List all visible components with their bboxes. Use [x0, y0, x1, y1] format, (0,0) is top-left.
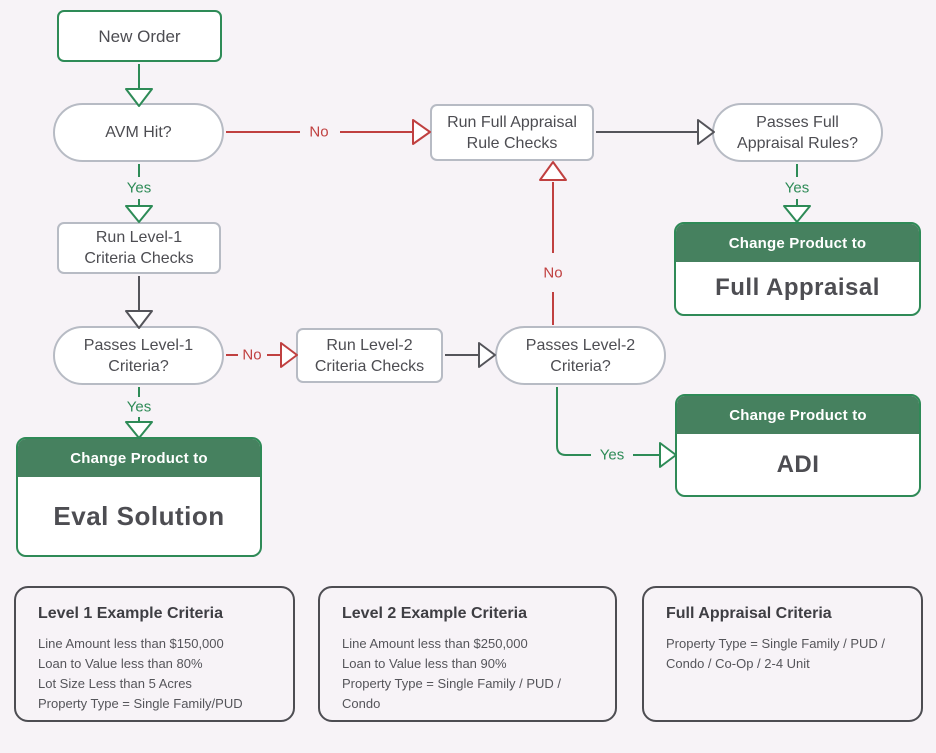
criteria-box-full-appraisal: Full Appraisal Criteria Property Type = …	[642, 586, 923, 722]
criteria-line: Property Type = Single Family/PUD	[38, 696, 243, 711]
edge-label-no: No	[309, 123, 329, 141]
arrowhead-right-icon	[478, 342, 496, 368]
card-full-appraisal: Change Product to Full Appraisal	[674, 222, 921, 316]
node-label: AVM Hit?	[105, 124, 172, 141]
card-product-name: Full Appraisal	[715, 274, 880, 301]
node-label: Criteria?	[550, 357, 611, 375]
criteria-box-level2: Level 2 Example Criteria Line Amount les…	[318, 586, 617, 722]
edge-label-yes: Yes	[126, 179, 152, 197]
node-label: Criteria?	[108, 357, 169, 375]
node-label: Rule Checks	[466, 134, 558, 152]
node-avm-hit: AVM Hit?	[53, 103, 224, 162]
arrowhead-right-icon	[659, 442, 677, 468]
node-passes-level1: Passes Level-1 Criteria?	[53, 326, 224, 385]
criteria-box-level1: Level 1 Example Criteria Line Amount les…	[14, 586, 295, 722]
node-label: New Order	[98, 26, 181, 46]
arrowhead-down-icon	[125, 205, 153, 223]
node-passes-full-appraisal: Passes Full Appraisal Rules?	[712, 103, 883, 162]
card-product-name: ADI	[776, 450, 820, 478]
criteria-line: Loan to Value less than 90%	[342, 656, 507, 671]
edge-label-yes: Yes	[599, 446, 625, 464]
arrowhead-right-icon	[412, 119, 431, 145]
criteria-line: Loan to Value less than 80%	[38, 656, 203, 671]
node-label: Run Level-2	[326, 336, 413, 354]
criteria-title: Full Appraisal Criteria	[666, 605, 832, 622]
card-header: Change Product to	[676, 224, 919, 262]
card-header: Change Product to	[18, 439, 260, 477]
card-eval-solution: Change Product to Eval Solution	[16, 437, 262, 557]
card-header: Change Product to	[677, 396, 919, 434]
card-product-name: Eval Solution	[53, 500, 225, 531]
node-new-order: New Order	[57, 10, 222, 62]
node-run-level1-checks: Run Level-1 Criteria Checks	[57, 222, 221, 274]
node-label: Passes Level-2	[525, 336, 636, 354]
arrowhead-down-icon	[783, 205, 811, 223]
node-run-full-appraisal-checks: Run Full Appraisal Rule Checks	[430, 104, 594, 161]
edge-label-no: No	[543, 264, 563, 282]
criteria-line: Property Type = Single Family / PUD / Co…	[342, 676, 562, 711]
node-run-level2-checks: Run Level-2 Criteria Checks	[296, 328, 443, 383]
node-label: Run Level-1	[95, 229, 183, 246]
node-label: Criteria Checks	[314, 357, 425, 375]
node-label: Appraisal Rules?	[737, 134, 858, 152]
node-label: Passes Full	[756, 113, 839, 131]
node-passes-level2: Passes Level-2 Criteria?	[495, 326, 666, 385]
criteria-line: Line Amount less than $150,000	[38, 636, 224, 651]
card-adi: Change Product to ADI	[675, 394, 921, 497]
edge-label-yes: Yes	[784, 179, 810, 197]
criteria-title: Level 1 Example Criteria	[38, 605, 223, 622]
arrowhead-up-icon	[539, 161, 567, 181]
criteria-line: Line Amount less than $250,000	[342, 636, 528, 651]
node-label: Criteria Checks	[84, 250, 194, 267]
node-label: Passes Level-1	[83, 336, 194, 354]
arrowhead-right-icon	[280, 342, 298, 368]
node-label: Run Full Appraisal	[447, 113, 577, 131]
criteria-line: Lot Size Less than 5 Acres	[38, 676, 192, 691]
criteria-title: Level 2 Example Criteria	[342, 605, 527, 622]
edge-label-no: No	[242, 346, 262, 364]
criteria-line: Property Type = Single Family / PUD / Co…	[666, 636, 886, 671]
edge-label-yes: Yes	[126, 398, 152, 416]
arrowhead-down-icon	[125, 421, 153, 439]
connector-level2-yes	[556, 387, 591, 456]
